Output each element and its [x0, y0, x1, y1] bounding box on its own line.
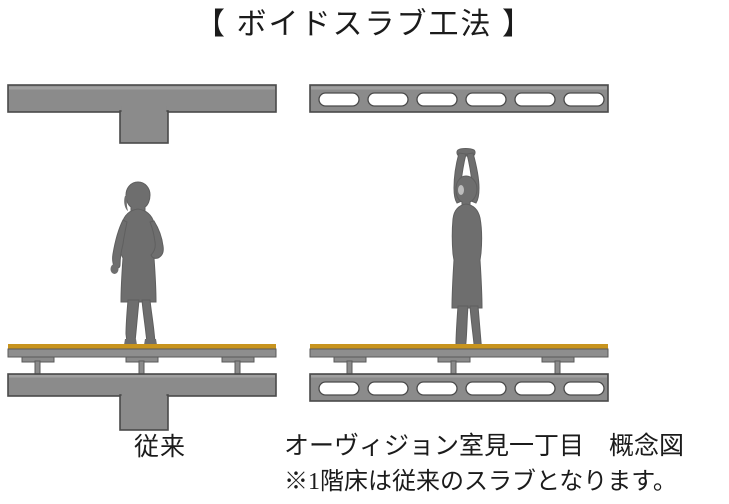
- beam-slab-joint: [121, 390, 167, 399]
- left-figure-woman-standing: [110, 181, 164, 345]
- downstand-beam: [119, 394, 169, 431]
- floor-support-pedestal: [333, 356, 367, 376]
- right-figure-woman-arms-raised: [451, 148, 484, 354]
- left-top-conventional-slab: [7, 84, 277, 144]
- pedestal-stem: [34, 360, 41, 376]
- foot-right: [144, 339, 157, 345]
- pedestal-stem: [138, 360, 145, 376]
- pedestal-stem: [346, 360, 353, 376]
- right-top-void-slab: [309, 84, 609, 113]
- downstand-beam: [119, 110, 169, 144]
- left-bottom-floor-assembly: [7, 344, 277, 431]
- void-hole: [416, 92, 458, 107]
- pedestal-stem: [234, 360, 241, 376]
- pedestal-stem: [450, 360, 457, 376]
- floor-support-pedestal: [21, 356, 55, 376]
- void-hole: [318, 381, 360, 396]
- void-hole: [563, 381, 605, 396]
- floor-support-pedestal-group: [333, 356, 575, 376]
- pedestal-stem: [554, 360, 561, 376]
- void-hole: [318, 92, 360, 107]
- void-hole: [514, 381, 556, 396]
- hand-left: [110, 264, 119, 274]
- arm-right: [149, 220, 164, 259]
- face-highlight: [458, 185, 464, 195]
- right-panel-caption-line2: ※1階床は従来のスラブとなります。: [284, 469, 677, 495]
- floor-support-pedestal: [437, 356, 471, 376]
- void-hole: [514, 92, 556, 107]
- void-group: [318, 92, 605, 107]
- beam-slab-joint: [121, 106, 167, 114]
- leg-right: [141, 299, 156, 343]
- void-group: [318, 381, 605, 396]
- floor-board-layer: [7, 348, 277, 358]
- slab-top-highlight: [9, 375, 275, 378]
- hair: [124, 195, 128, 211]
- slab-top-highlight: [311, 375, 607, 378]
- right-panel-caption-line1: オーヴィジョン室見一丁目 概念図: [284, 433, 685, 460]
- flooring-finish-layer: [310, 344, 608, 349]
- floor-support-pedestal: [541, 356, 575, 376]
- floor-support-pedestal-group: [21, 356, 255, 376]
- arm-left: [112, 219, 128, 269]
- leg-left: [125, 299, 140, 343]
- void-hole: [367, 381, 409, 396]
- right-bottom-floor-assembly: [309, 344, 609, 402]
- floor-support-pedestal: [125, 356, 159, 376]
- void-hole: [465, 381, 507, 396]
- page-title: 【 ボイドスラブ工法 】: [195, 8, 534, 41]
- floor-support-pedestal: [221, 356, 255, 376]
- foot-left: [124, 339, 137, 345]
- void-hole: [367, 92, 409, 107]
- floor-board-layer: [309, 348, 609, 358]
- slab-plate: [309, 373, 609, 402]
- slab-top-highlight: [311, 86, 607, 90]
- torso-dress: [451, 203, 483, 309]
- void-hole: [563, 92, 605, 107]
- left-panel-label: 従来: [133, 434, 186, 461]
- slab-top-highlight: [9, 86, 275, 90]
- void-hole: [465, 92, 507, 107]
- void-hole: [416, 381, 458, 396]
- flooring-finish-layer: [8, 344, 276, 349]
